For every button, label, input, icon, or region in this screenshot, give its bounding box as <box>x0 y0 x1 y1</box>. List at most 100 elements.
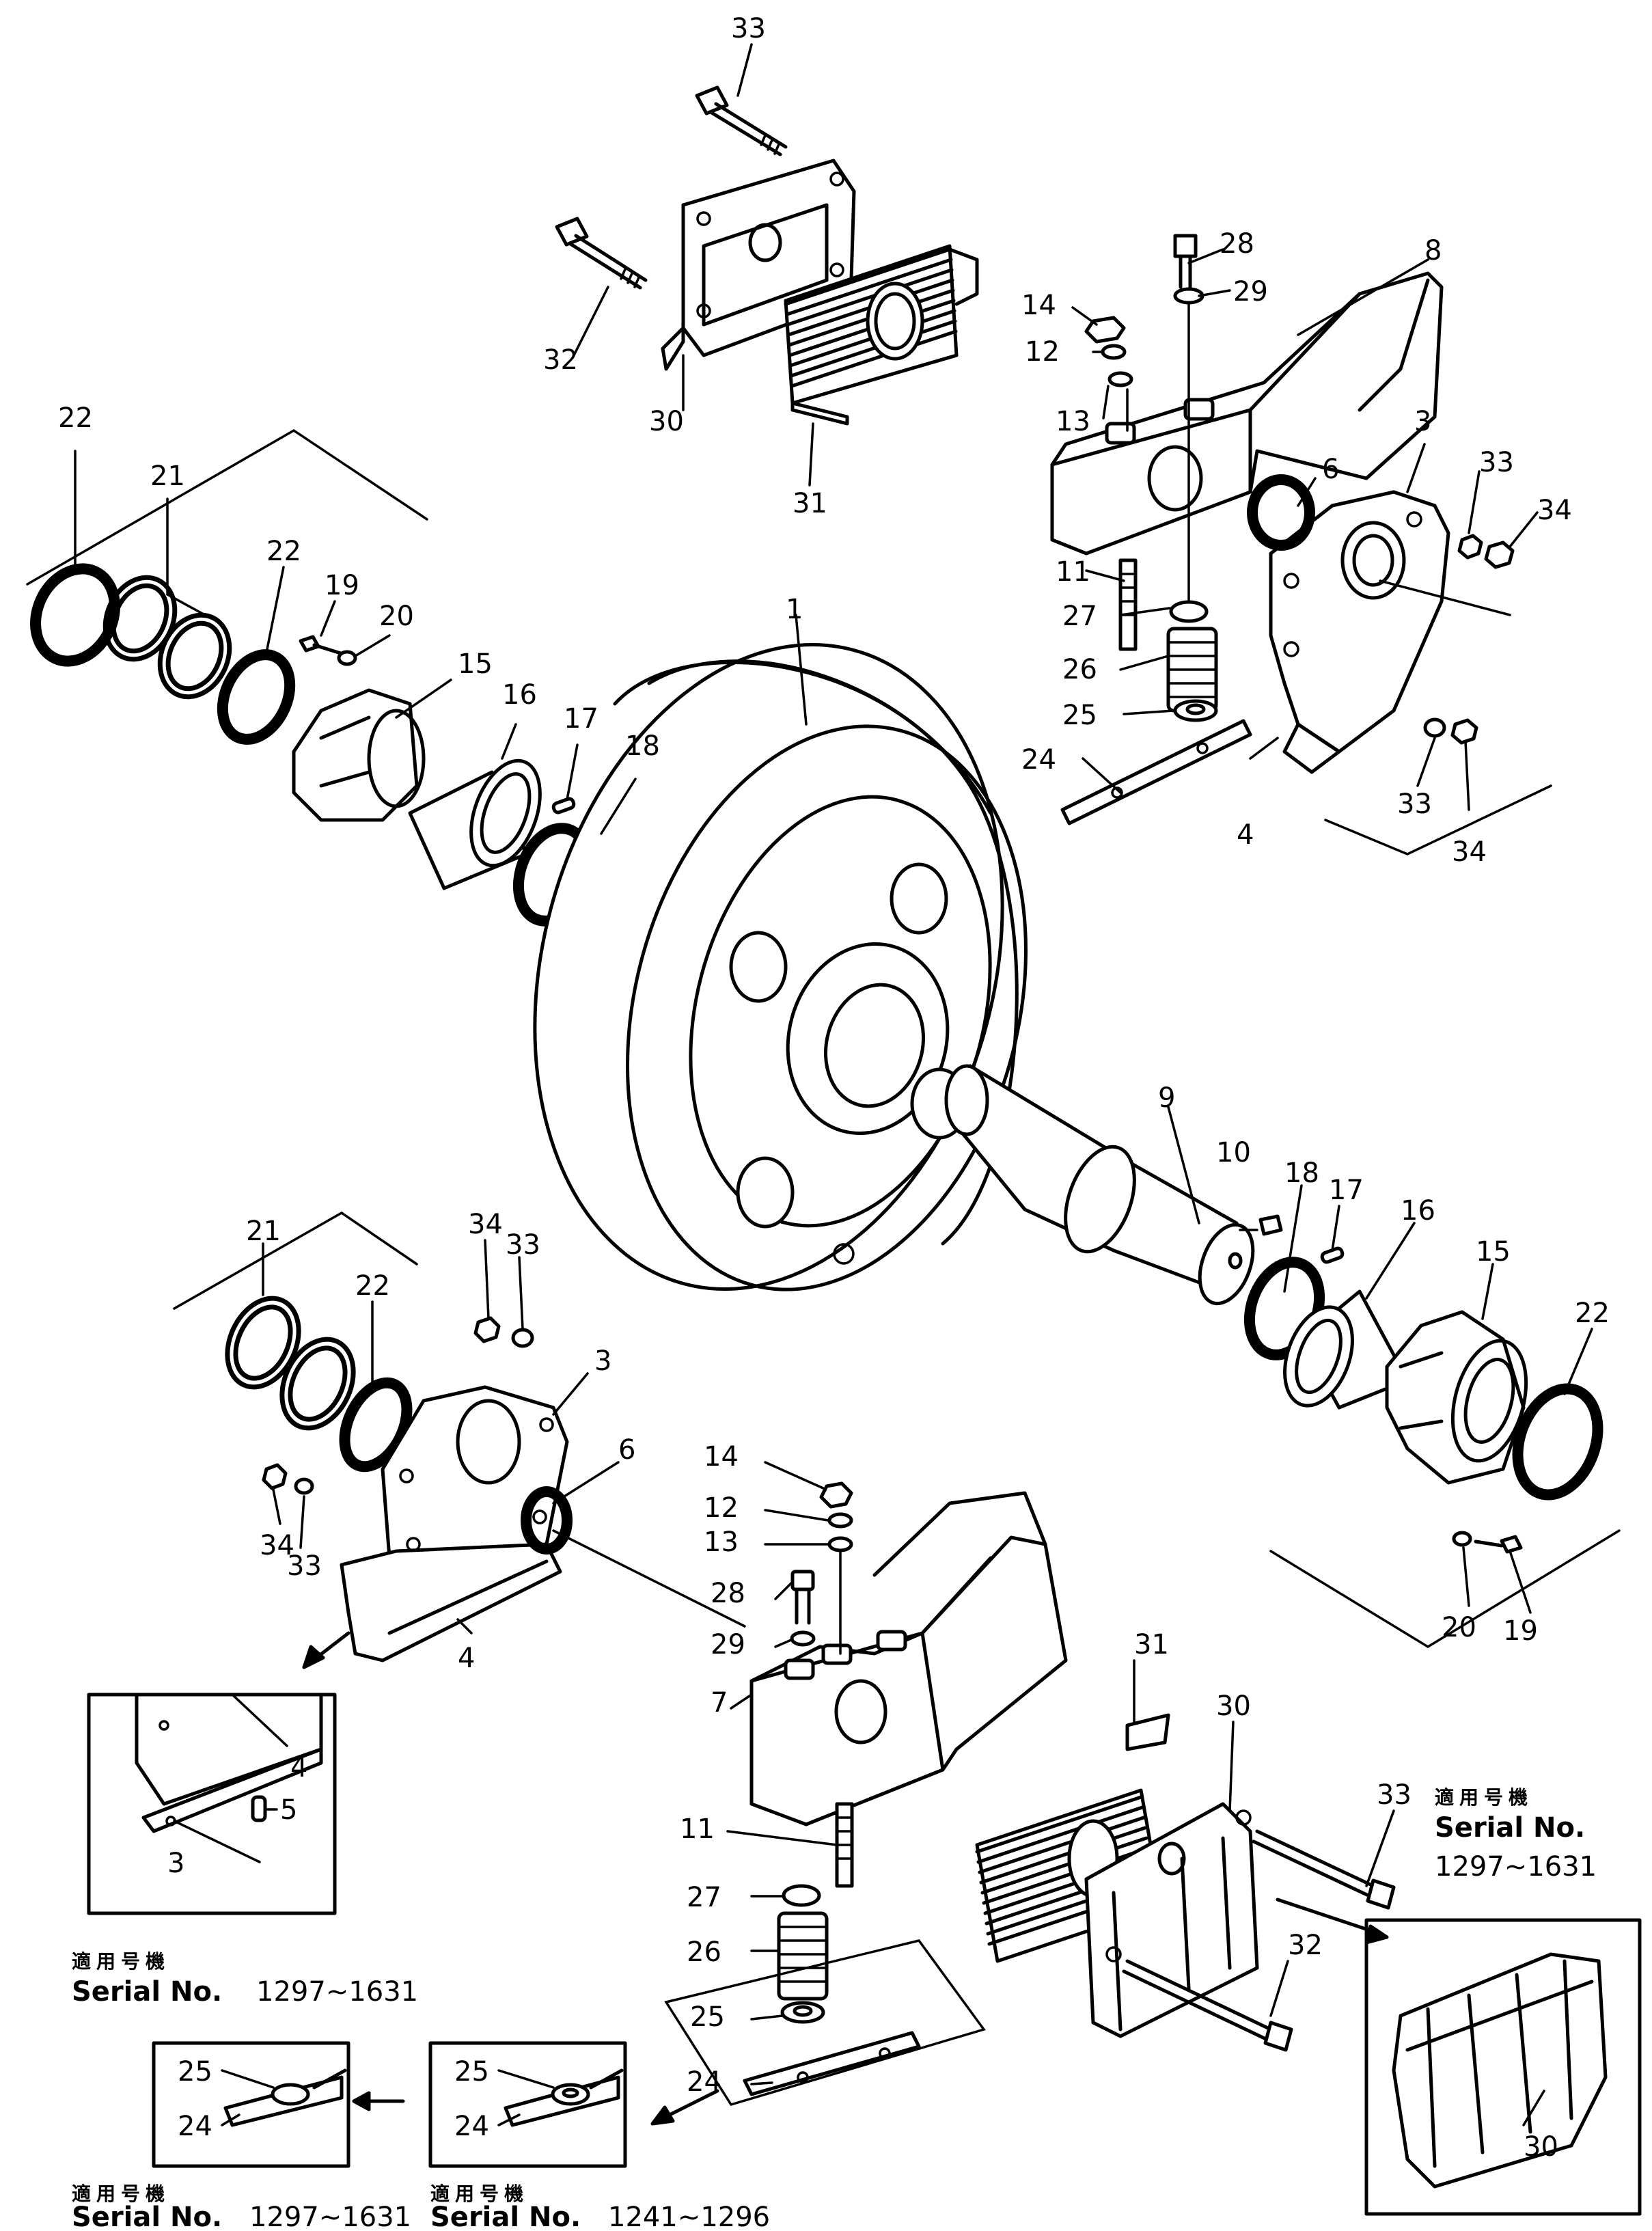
right-yoke-8-assembly <box>1050 234 1444 825</box>
part-label-17-right: 17 <box>1329 1175 1364 1206</box>
serial-note-label: Serial No. <box>72 1976 222 2008</box>
leader-lines <box>74 43 1593 2126</box>
bolt-32 <box>695 85 788 156</box>
part-label-11-lower: 11 <box>680 1813 715 1845</box>
part-label-26-top: 27 <box>1062 601 1097 632</box>
o-ring-6-lower <box>521 1486 573 1555</box>
part-label-14-top: 14 <box>1021 290 1056 321</box>
detail-box-bracket <box>87 1693 337 1915</box>
part-label-19-top: 19 <box>325 570 359 601</box>
part-label-3-top: 3 <box>1414 406 1431 437</box>
serial-note-label: Serial No. <box>430 2202 581 2231</box>
bolt-31 <box>555 217 648 290</box>
part-label-21-lower: 21 <box>246 1216 281 1247</box>
serial-note-label: Serial No. <box>72 2202 222 2231</box>
part-label-22-right: 22 <box>1575 1298 1610 1329</box>
part-label-25-top: 26 <box>1062 654 1097 685</box>
part-label-22-lower: 22 <box>355 1270 390 1302</box>
o-ring-22-right <box>1512 1383 1603 1501</box>
part-label-24-lower: 25 <box>690 2001 725 2033</box>
part-label-31-top: 32 <box>543 344 578 376</box>
part-label-19-right: 19 <box>1503 1615 1538 1647</box>
part-label-15-top: 15 <box>458 648 493 680</box>
part-label-3-lower: 3 <box>594 1345 611 1377</box>
part-label-24-detail-a: 25 <box>178 2056 212 2088</box>
serial-note-range: 1241~1296 <box>608 2202 770 2231</box>
serial-note-plate-a: 適用号機 Serial No. 1297~1631 <box>72 2182 411 2231</box>
part-label-20-right: 20 <box>1442 1612 1476 1643</box>
part-label-23-lower: 24 <box>687 2066 721 2098</box>
part-label-29-top: 30 <box>649 406 684 437</box>
part-label-33-lower: 33 <box>506 1229 540 1261</box>
seal-ring-21b <box>157 612 232 700</box>
part-label-29-bottom: 30 <box>1216 1691 1251 1722</box>
part-label-16-right: 16 <box>1401 1195 1435 1227</box>
top-guard-assembly <box>555 85 979 426</box>
right-housing-3-top <box>1247 474 1552 856</box>
part-label-21-top: 21 <box>150 461 185 492</box>
serial-note-bracket: 適用号機 Serial No. 1297~1631 <box>72 1950 418 2008</box>
part-label-32-bottom: 33 <box>1377 1779 1412 1811</box>
o-ring-22-left-b <box>217 649 296 745</box>
yoke-7-assembly <box>650 1481 1068 2126</box>
part-label-10: 10 <box>1216 1137 1251 1168</box>
part-label-6-top: 6 <box>1322 454 1339 485</box>
part-label-6-lower: 6 <box>618 1434 635 1466</box>
part-label-17-top: 17 <box>564 703 598 735</box>
part-label-4-lower: 4 <box>458 1643 475 1674</box>
part-label-16-top: 16 <box>502 679 537 711</box>
part-label-23-detail-b: 24 <box>454 2111 489 2142</box>
serial-note-jp: 適用号機 <box>430 2182 529 2205</box>
part-label-8: 8 <box>1424 235 1442 266</box>
serial-note-range: 1297~1631 <box>1435 1851 1597 1883</box>
part-label-34-lower-left: 34 <box>260 1530 294 1561</box>
part-label-14-lower: 14 <box>704 1441 739 1473</box>
serial-note-jp: 適用号機 <box>72 2182 170 2205</box>
part-label-23-detail-a: 24 <box>178 2111 212 2142</box>
part-label-18-right: 18 <box>1284 1158 1319 1189</box>
part-label-33-lower-left: 33 <box>287 1550 322 1582</box>
shim-stack-30-top <box>784 244 979 426</box>
serial-note-range: 1297~1631 <box>249 2202 411 2231</box>
detail-box-guard-plate <box>1364 1918 1642 2216</box>
serial-note-guard: 適用号機 Serial No. 1297~1631 <box>1435 1786 1597 1883</box>
part-label-11-top: 11 <box>1056 556 1090 588</box>
part-label-4-top: 4 <box>1237 819 1254 851</box>
part-label-15-right: 15 <box>1476 1236 1511 1268</box>
part-label-26-lower: 27 <box>687 1882 721 1913</box>
o-ring-22-left <box>30 563 120 667</box>
seal-ring-21c <box>225 1296 301 1390</box>
part-label-24-detail-b: 25 <box>454 2056 489 2088</box>
idler-wheel-1 <box>533 643 1028 1291</box>
part-label-22-top-mid: 22 <box>266 536 301 567</box>
part-label-18-top: 18 <box>625 730 660 762</box>
serial-note-label: Serial No. <box>1435 1812 1585 1844</box>
part-label-7: 7 <box>711 1687 728 1719</box>
part-label-12-top: 12 <box>1025 336 1060 368</box>
collar-15-left <box>292 688 419 822</box>
part-label-24-top: 25 <box>1062 700 1097 731</box>
detail-box-plate-23-b <box>428 2041 627 2168</box>
bottom-guard-assembly <box>975 1713 1396 2052</box>
o-ring-6-top <box>1247 474 1315 551</box>
part-labels: 33 32 30 31 28 29 8 14 12 13 3 33 6 34 1… <box>58 13 1610 2163</box>
part-label-28-top: 29 <box>1233 276 1268 307</box>
part-label-33-right: 33 <box>1397 789 1432 820</box>
part-label-34-lower: 34 <box>468 1209 503 1240</box>
serial-note-jp: 適用号機 <box>1435 1786 1533 1809</box>
part-label-25-lower: 26 <box>687 1936 721 1968</box>
part-label-4-detail: 4 <box>290 1752 307 1783</box>
part-label-12-lower: 12 <box>704 1492 739 1524</box>
serial-note-range: 1297~1631 <box>256 1976 418 2008</box>
part-label-5-detail: 5 <box>280 1794 297 1826</box>
part-label-23-top: 24 <box>1021 744 1056 776</box>
part-label-22-top-left: 22 <box>58 402 93 434</box>
part-label-20-top: 20 <box>379 601 414 632</box>
serial-note-plate-b: 適用号機 Serial No. 1241~1296 <box>430 2182 770 2231</box>
part-label-3-detail: 3 <box>167 1848 184 1879</box>
part-label-27-top: 28 <box>1220 228 1254 260</box>
part-label-30-bottom: 31 <box>1134 1629 1169 1660</box>
part-label-30-top: 31 <box>793 488 827 519</box>
part-label-34-top: 34 <box>1537 495 1572 526</box>
